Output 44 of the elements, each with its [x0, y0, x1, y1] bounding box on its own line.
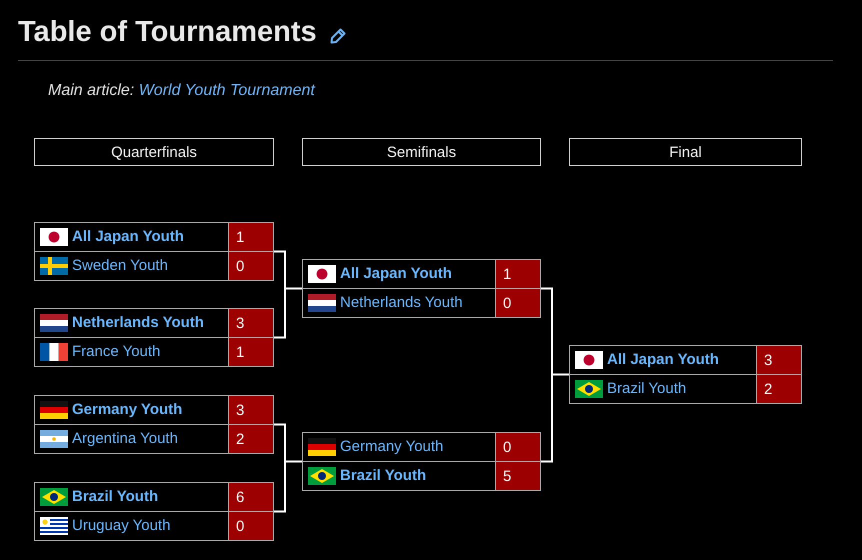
score: 6: [228, 483, 273, 511]
match-box: [34, 482, 274, 541]
team-name: All Japan Youth: [607, 351, 719, 369]
match-box: [34, 222, 274, 281]
team-name: France Youth: [72, 343, 160, 361]
score: 1: [495, 260, 540, 288]
score: 2: [228, 425, 273, 453]
note-text: Main article:: [48, 82, 134, 99]
bracket-line: [541, 374, 569, 462]
team-name: Germany Youth: [340, 438, 444, 456]
score: 0: [495, 433, 540, 461]
score: 0: [228, 252, 273, 280]
round-heading: Final: [569, 138, 802, 166]
score: 1: [228, 338, 273, 366]
match-box: [302, 259, 541, 318]
match-box: [569, 345, 802, 404]
score: 0: [495, 289, 540, 317]
section-title: Table of Tournaments: [18, 15, 317, 50]
team-name: Brazil Youth: [607, 380, 686, 398]
team-name: All Japan Youth: [340, 265, 452, 283]
team-name: Uruguay Youth: [72, 517, 170, 535]
score: 1: [228, 223, 273, 251]
team-name: Argentina Youth: [72, 430, 178, 448]
round-heading: Semifinals: [302, 138, 541, 166]
team-name: Sweden Youth: [72, 257, 168, 275]
round-heading: Quarterfinals: [34, 138, 274, 166]
score: 3: [756, 346, 801, 374]
bracket-line: [274, 460, 302, 512]
match-box: [34, 308, 274, 367]
team-name: All Japan Youth: [72, 228, 184, 246]
match-box: [302, 432, 541, 491]
team-name: Brazil Youth: [72, 488, 158, 506]
team-name: Netherlands Youth: [72, 314, 204, 332]
team-name: Germany Youth: [72, 401, 182, 419]
score: 3: [228, 309, 273, 337]
article-link: World Youth Tournament: [138, 82, 315, 99]
match-box: [34, 395, 274, 454]
score: 0: [228, 512, 273, 540]
score: 2: [756, 375, 801, 403]
score: 3: [228, 396, 273, 424]
team-name: Netherlands Youth: [340, 294, 463, 312]
team-name: Brazil Youth: [340, 467, 426, 485]
score: 5: [495, 462, 540, 490]
bracket-line: [274, 288, 302, 338]
